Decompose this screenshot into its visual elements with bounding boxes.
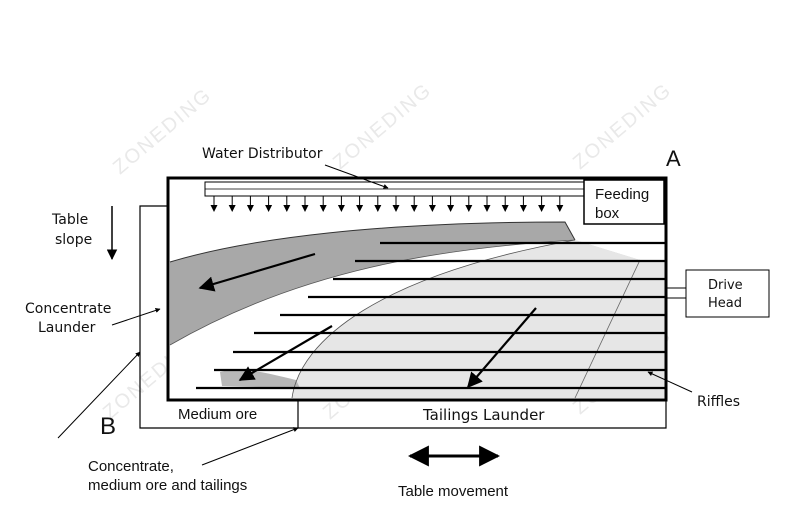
riffles-label: Riffles (697, 394, 740, 410)
water-distributor-pointer (324, 164, 389, 189)
nozzle-tip (374, 205, 382, 212)
nozzle-tip (465, 205, 473, 212)
launder-frame (139, 205, 667, 429)
middlings-flow-arrow (238, 325, 333, 381)
water-distributor (204, 181, 586, 212)
drive-head-label: Head (708, 296, 742, 311)
nozzle-tip (501, 205, 509, 212)
nozzle-tip (519, 205, 527, 212)
watermark-text: ZONEDING (569, 79, 676, 174)
nozzle-tip (301, 205, 309, 212)
watermark-text: ZONEDING (109, 84, 216, 179)
concentrate-launder-label: Concentrate (25, 301, 111, 317)
drive-head-box (685, 269, 770, 318)
concentrate-launder-pointer (111, 308, 161, 326)
nozzle-tip (356, 205, 364, 212)
concentrate-flow-arrow (198, 252, 316, 292)
discharge-pointer (201, 427, 299, 466)
nozzle-tip (246, 205, 254, 212)
feeding-box-label: box (595, 205, 620, 222)
watermark-text: ZONEDING (329, 79, 436, 174)
flow-arrows (198, 252, 537, 389)
tailings-launder-label: Tailings Launder (422, 406, 545, 424)
concentrate-boundary (169, 221, 576, 263)
nozzle-tip (265, 205, 273, 212)
nozzle-tip (428, 205, 436, 212)
corner-a-label: A (666, 146, 681, 171)
nozzle-tip (283, 205, 291, 212)
medium-ore-label: Medium ore (178, 406, 257, 423)
nozzle-tip (410, 205, 418, 212)
callout-arrows (57, 164, 693, 466)
riffles-pointer (647, 371, 693, 393)
riffles (196, 241, 665, 390)
nozzle-tip (392, 205, 400, 212)
nozzle-tip (319, 205, 327, 212)
nozzle-tip (228, 205, 236, 212)
table-movement-label: Table movement (398, 483, 509, 500)
discharge-label: medium ore and tailings (88, 477, 247, 494)
distributor-nozzles (210, 196, 564, 212)
drive-head-label: Drive (708, 278, 743, 293)
concentrate-band (170, 222, 575, 345)
middlings-boundary (169, 239, 576, 346)
table-slope-label: slope (55, 232, 92, 248)
table-slope-label: Table (51, 212, 88, 228)
deck-outline (166, 176, 668, 402)
nozzle-tip (337, 205, 345, 212)
nozzle-tip (556, 205, 564, 212)
corner-b-label: B (100, 413, 116, 440)
feeding-box (583, 179, 665, 225)
nozzle-tip (538, 205, 546, 212)
feeding-box-label: Feeding (595, 186, 649, 203)
nozzle-tip (210, 205, 218, 212)
water-distributor-label: Water Distributor (202, 146, 323, 162)
tailings-boundary (291, 239, 576, 399)
launder-outline (139, 205, 667, 429)
nozzle-tip (483, 205, 491, 212)
nozzle-tip (447, 205, 455, 212)
discharge-pointer (57, 351, 141, 439)
tailings-flow-arrow (466, 307, 537, 389)
concentrate-launder-label: Launder (38, 320, 96, 336)
deck-slope-line (574, 259, 641, 399)
discharge-label: Concentrate, (88, 458, 174, 475)
